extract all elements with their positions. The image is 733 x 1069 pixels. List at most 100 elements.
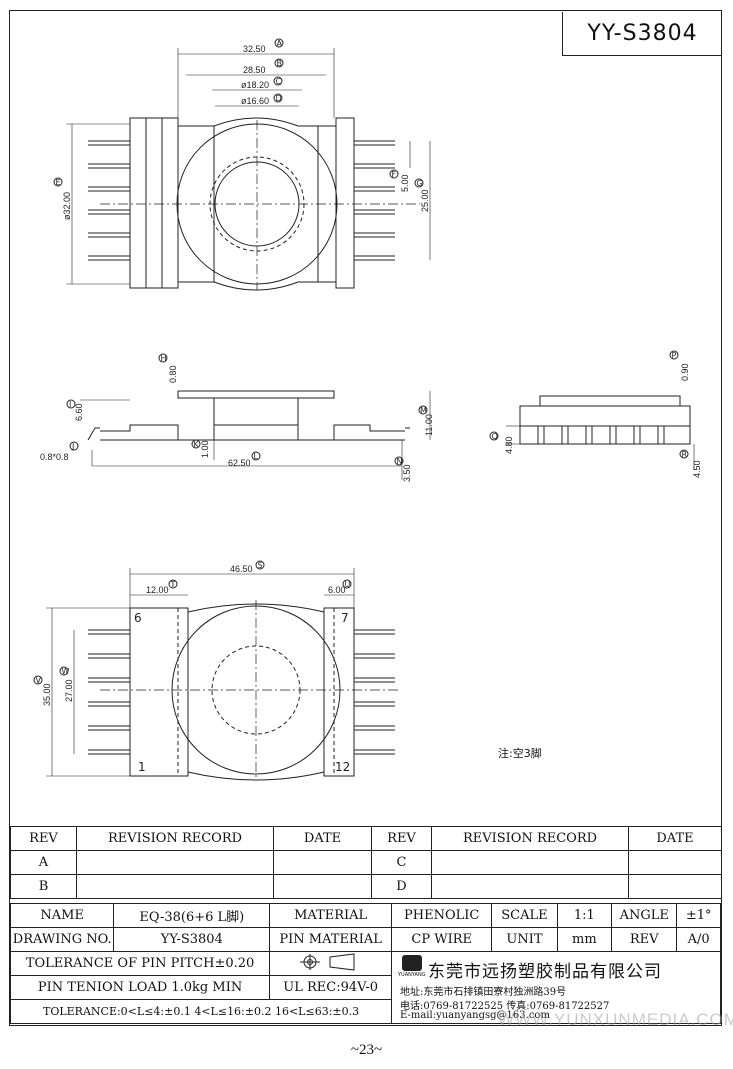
- spec-row-tolerance: TOLERANCE OF PIN PITCH±0.20: [9, 951, 721, 1024]
- callout-e: E: [56, 178, 61, 187]
- pin-material-value: CP WIRE: [391, 927, 493, 952]
- callout-u: U: [345, 580, 351, 589]
- dim-4-50: 4.50: [692, 460, 702, 478]
- callout-n: N: [397, 457, 403, 466]
- third-angle-projection-icon: [299, 952, 355, 971]
- spec-row-name: NAME EQ-38(6+6 L脚) MATERIAL PHENOLIC SCA…: [9, 903, 721, 928]
- date-cell: [628, 850, 722, 875]
- company-name: 东莞市远扬塑胶制品有限公司: [428, 962, 662, 982]
- callout-f: F: [392, 170, 397, 179]
- page-number: ~23~: [350, 1042, 383, 1058]
- rev-header-left: REV: [10, 826, 77, 851]
- projection-symbol: [269, 951, 393, 976]
- material-label: MATERIAL: [269, 903, 393, 928]
- callout-l: L: [254, 452, 259, 461]
- end-view: [506, 395, 695, 470]
- part-code: YY-S3804: [587, 21, 698, 46]
- rev-cell: C: [371, 850, 432, 875]
- date-cell: [273, 850, 372, 875]
- dim-0-8x0-8: 0.8*0.8: [40, 452, 69, 462]
- dim-46-50: 46.50: [230, 564, 253, 574]
- company-phone-fax: 电话:0769-81722525 传真:0769-81722527: [400, 1001, 610, 1012]
- dim-25-00: 25.00: [420, 189, 430, 212]
- drawing-sheet-border: [9, 10, 722, 1026]
- rev-label: REV: [611, 927, 678, 952]
- title-block-table: REV REVISION RECORD DATE REV REVISION RE…: [10, 826, 722, 899]
- dimension-labels: 32.50 28.50 ø18.20 ø16.60 ø32.00 5.00 25…: [40, 44, 702, 774]
- date-cell: [273, 874, 372, 899]
- dim-11-00: 11.00: [424, 414, 434, 436]
- revision-record-cell: [431, 850, 629, 875]
- end-view-pins: [537, 425, 665, 445]
- callout-a: A: [277, 39, 283, 48]
- rev-cell: B: [10, 874, 77, 899]
- dim-0-80: 0.80: [168, 365, 178, 383]
- callout-w: W: [62, 667, 70, 676]
- dim-6-00: 6.00: [328, 585, 346, 595]
- specification-table: NAME EQ-38(6+6 L脚) MATERIAL PHENOLIC SCA…: [9, 903, 721, 1024]
- pin-tension-load: PIN TENION LOAD 1.0kg MIN: [9, 975, 271, 1000]
- angle-value: ±1°: [676, 903, 721, 928]
- dim-diameter-16-60: ø16.60: [241, 96, 269, 106]
- dim-3-50: 3.50: [402, 464, 412, 482]
- drawing-no-value: YY-S3804: [113, 927, 271, 952]
- top-view-left-pins: [88, 140, 130, 261]
- scale-value: 1:1: [556, 903, 613, 928]
- callout-k: K: [194, 440, 200, 449]
- yuanyang-logo-icon: [402, 955, 422, 971]
- callout-q: Q: [492, 432, 498, 441]
- dim-35-00: 35.00: [42, 683, 52, 706]
- callout-v: V: [36, 676, 42, 685]
- date-cell: [628, 874, 722, 899]
- revision-record-header-left: REVISION RECORD: [76, 826, 274, 851]
- unit-label: UNIT: [491, 927, 558, 952]
- top-view-left-flange: [129, 117, 179, 289]
- date-header-right: DATE: [628, 826, 722, 851]
- callout-p: P: [672, 351, 677, 360]
- dim-1-00: 1.00: [200, 440, 210, 458]
- company-block: YUANYANG 东莞市远扬塑胶制品有限公司 地址:东莞市石排镇田寮村独洲路39…: [398, 953, 720, 1025]
- bottom-view-left-pins: [88, 629, 130, 755]
- revision-row: A C: [10, 850, 722, 875]
- dim-62-50: 62.50: [228, 458, 251, 468]
- drawing-no-label: DRAWING NO.: [9, 927, 115, 952]
- revision-record-cell: [76, 850, 274, 875]
- spec-row-ranges: TOLERANCE:0<L≤4:±0.1 4<L≤16:±0.2 16<L≤63…: [9, 999, 721, 1024]
- bottom-view-left-flange: [129, 607, 189, 777]
- pin-material-label: PIN MATERIAL: [269, 927, 393, 952]
- dim-diameter-32-00: ø32.00: [62, 192, 72, 220]
- dim-12-00: 12.00: [146, 585, 169, 595]
- rev-header-right: REV: [371, 826, 432, 851]
- company-info-cell: [391, 951, 721, 1024]
- scale-label: SCALE: [491, 903, 558, 928]
- company-address: 地址:东莞市石排镇田寮村独洲路39号: [400, 987, 567, 998]
- dim-32-50: 32.50: [243, 44, 266, 54]
- pin-number-6: 6: [134, 611, 142, 625]
- note-empty-pin-3: 注:空3脚: [498, 747, 542, 760]
- callout-s: S: [258, 561, 263, 570]
- callout-m: M: [420, 406, 427, 415]
- watermark: WWW.YUNXUNMEDIA.COM: [498, 1010, 733, 1029]
- tolerance-ranges: TOLERANCE:0<L≤4:±0.1 4<L≤16:±0.2 16<L≤63…: [9, 999, 393, 1024]
- unit-value: mm: [556, 927, 613, 952]
- callout-c: C: [276, 77, 282, 86]
- spec-row-drawing: DRAWING NO. YY-S3804 PIN MATERIAL CP WIR…: [9, 927, 721, 952]
- dim-4-80: 4.80: [504, 436, 514, 454]
- rev-cell: A: [10, 850, 77, 875]
- bottom-view: [46, 568, 400, 781]
- revision-record-cell: [76, 874, 274, 899]
- dim-5-00: 5.00: [400, 174, 410, 192]
- callout-d: D: [276, 94, 282, 103]
- company-email: E-mail:yuanyangsg@163.com: [400, 1010, 550, 1021]
- angle-label: ANGLE: [611, 903, 678, 928]
- callout-i: I: [69, 400, 71, 409]
- rev-cell: D: [371, 874, 432, 899]
- callout-b: B: [277, 59, 283, 68]
- company-logo: YUANYANG: [398, 955, 426, 981]
- top-view: [66, 48, 431, 291]
- logo-text: YUANYANG: [398, 972, 426, 978]
- callout-g: G: [417, 179, 423, 188]
- bottom-view-right-pins: [354, 629, 395, 755]
- revision-record-header-right: REVISION RECORD: [431, 826, 629, 851]
